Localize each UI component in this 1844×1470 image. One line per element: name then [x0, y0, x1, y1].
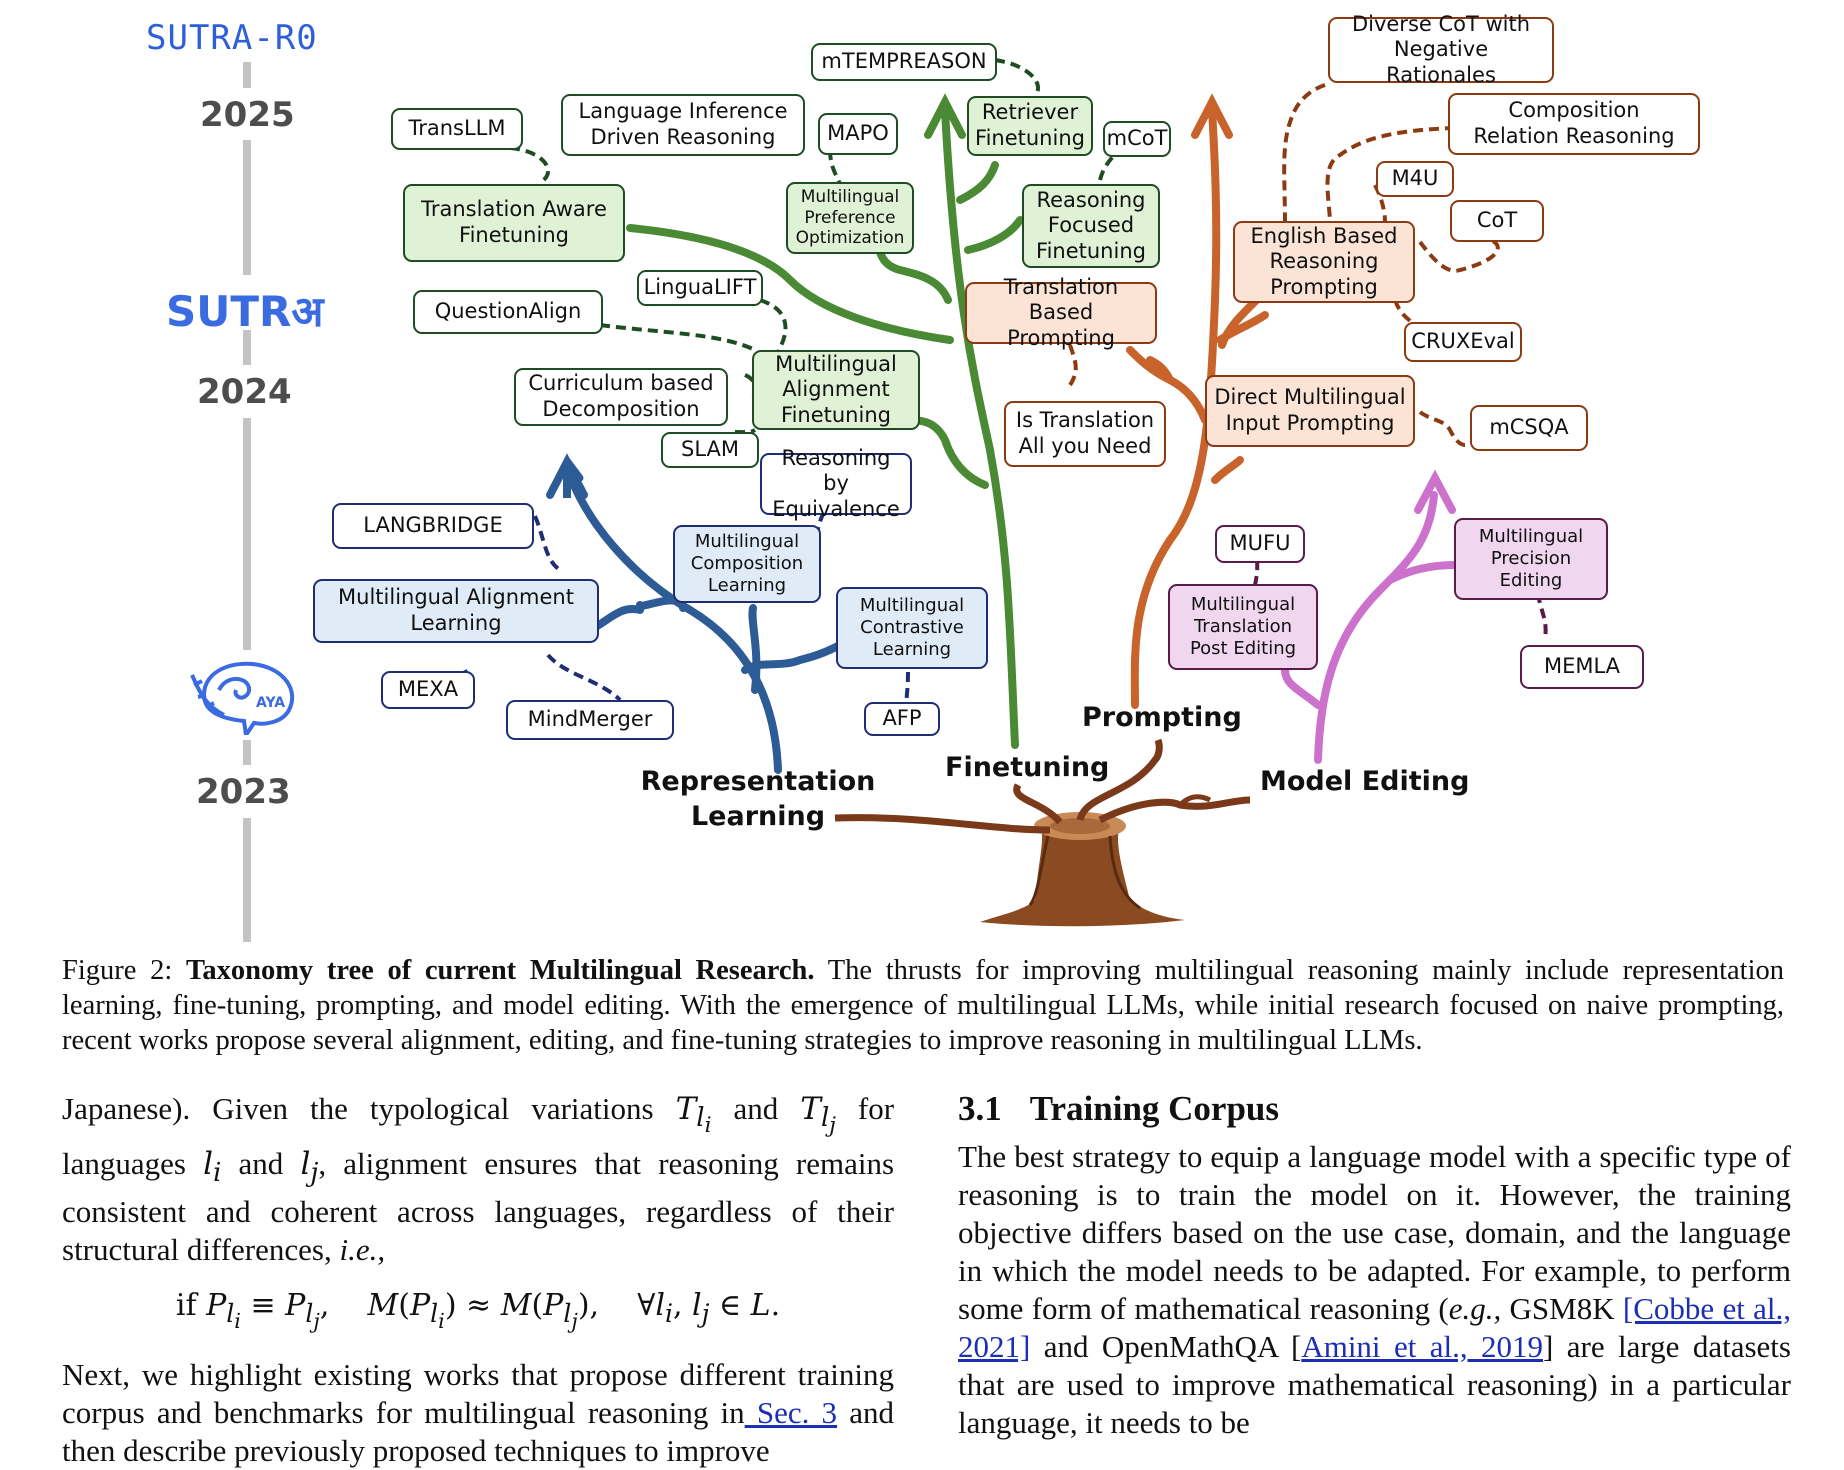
left-p1-text-d: and: [238, 1146, 284, 1182]
finetuning-arrow: [924, 93, 966, 139]
node-m4u: M4U: [1376, 161, 1454, 197]
node-memla: MEMLA: [1520, 645, 1644, 689]
left-paragraph-1: Japanese). Given the typological variati…: [62, 1090, 894, 1269]
left-p1-text-e: , alignment ensures that reasoning remai…: [62, 1146, 895, 1267]
year-2023: 2023: [196, 772, 291, 812]
left-p1-text-c: for languages: [62, 1091, 895, 1182]
year-2024: 2024: [197, 372, 292, 412]
node-multilingual-alignment-learning: Multilingual Alignment Learning: [313, 579, 599, 643]
node-composition-relation-reasoning: Composition Relation Reasoning: [1448, 93, 1700, 155]
node-mapo: MAPO: [818, 113, 898, 155]
right-column: 3.1 Training Corpus The best strategy to …: [958, 1090, 1791, 1442]
model-editing-arrow: [1414, 469, 1456, 514]
sutra-logo: SUTRअ: [166, 287, 324, 336]
node-mtempreason: mTEMPREASON: [811, 43, 997, 81]
node-multilingual-translation-post-editing: Multilingual Translation Post Editing: [1168, 584, 1318, 670]
math-lj: lj: [300, 1146, 319, 1189]
node-english-based-reasoning-prompting: English Based Reasoning Prompting: [1233, 221, 1415, 303]
node-multilingual-composition-learning: Multilingual Composition Learning: [673, 525, 821, 603]
left-p1-text-b: and: [733, 1091, 779, 1126]
caption-title: Taxonomy tree of current Multilingual Re…: [185, 955, 815, 986]
alignment-equation: if Pli ≡ Plj, M(Pli) ≈ M(Plj), ∀li, lj ∈…: [175, 1287, 781, 1333]
node-curriculum-based-decomposition: Curriculum based Decomposition: [514, 368, 728, 426]
node-questionalign: QuestionAlign: [413, 290, 603, 334]
label-representation-learning: Representation Learning: [640, 766, 876, 833]
sutra-r0-logo: SUTRA-R0: [146, 18, 318, 58]
right-p-text-b: GSM8K: [1501, 1291, 1615, 1326]
math-t-lj: Tlj: [800, 1091, 836, 1139]
left-p1-text-a: Japanese). Given the typological variati…: [62, 1091, 654, 1126]
left-paragraph-2: Next, we highlight existing works that p…: [62, 1356, 894, 1470]
node-is-translation-all-you-need: Is Translation All you Need: [1004, 401, 1166, 467]
node-multilingual-alignment-finetuning: Multilingual Alignment Finetuning: [752, 350, 920, 430]
node-cruxeval: CRUXEval: [1404, 322, 1522, 362]
sec-3-link[interactable]: Sec. 3: [744, 1394, 838, 1430]
node-mindmerger: MindMerger: [506, 700, 674, 740]
node-reasoning-by-equivalence: Reasoning by Equivalence: [760, 446, 912, 521]
right-paragraph: The best strategy to equip a language mo…: [958, 1138, 1791, 1442]
section-heading: 3.1 Training Corpus: [958, 1090, 1791, 1128]
model-editing-branch: [1281, 491, 1459, 764]
node-mexa: MEXA: [381, 671, 475, 709]
node-afp: AFP: [864, 702, 940, 736]
left-p1-ie: i.e.,: [339, 1231, 386, 1267]
aya-logo: AYA: [184, 655, 304, 735]
left-column: Japanese). Given the typological variati…: [62, 1090, 894, 1470]
figure-caption: Figure 2: Taxonomy tree of current Multi…: [62, 953, 1784, 1058]
right-p-text-a: The best strategy to equip a language mo…: [958, 1139, 1791, 1326]
aya-logo-icon: AYA: [190, 661, 295, 735]
node-slam: SLAM: [661, 432, 759, 468]
node-cot: CoT: [1450, 200, 1544, 242]
math-t-li: Tli: [675, 1091, 712, 1139]
caption-body: The thrusts for improving multilingual r…: [62, 955, 1785, 1056]
prompting-arrow: [1191, 93, 1233, 139]
section-number: 3.1: [958, 1089, 1002, 1128]
math-li: li: [203, 1146, 222, 1189]
node-direct-multilingual-input-prompting: Direct Multilingual Input Prompting: [1205, 375, 1415, 447]
label-prompting: Prompting: [1082, 702, 1242, 733]
year-2025: 2025: [200, 95, 295, 135]
node-multilingual-preference-optimization: Multilingual Preference Optimization: [786, 182, 914, 254]
node-reasoning-focused-finetuning: Reasoning Focused Finetuning: [1022, 184, 1160, 268]
node-mcot: mCoT: [1103, 121, 1171, 157]
node-translation-aware-finetuning: Translation Aware Finetuning: [403, 184, 625, 262]
label-finetuning: Finetuning: [945, 752, 1110, 783]
aya-logo-text: AYA: [256, 695, 285, 711]
taxonomy-figure: SUTRA-R0 2025 SUTRअ 2024 AYA 2023 Repres…: [146, 12, 1700, 942]
node-translation-based-prompting: Translation Based Prompting: [965, 275, 1157, 350]
right-p-text-d: ] are large datasets that are used to im…: [958, 1329, 1791, 1440]
node-multilingual-precision-editing: Multilingual Precision Editing: [1454, 518, 1608, 600]
representation-arrow: [546, 453, 588, 499]
right-p-text-c: and OpenMathQA [: [1030, 1329, 1302, 1364]
node-mcsqa: mCSQA: [1470, 405, 1588, 451]
tree-trunk: [834, 738, 1251, 927]
left-p2-text-a: Next, we highlight existing works that p…: [62, 1356, 894, 1430]
right-p-eg: e.g.,: [1448, 1291, 1502, 1326]
prompting-branch: [1126, 106, 1269, 709]
node-lingualift: LinguaLIFT: [637, 270, 763, 306]
node-transllm: TransLLM: [391, 108, 523, 150]
section-title: Training Corpus: [1029, 1089, 1280, 1128]
node-retriever-finetuning: Retriever Finetuning: [967, 96, 1093, 156]
node-language-inference-driven-reasoning: Language Inference Driven Reasoning: [561, 94, 805, 156]
tree-drawing: [243, 58, 1548, 942]
node-langbridge: LANGBRIDGE: [332, 503, 534, 549]
caption-label: Figure 2:: [62, 955, 173, 986]
node-diverse-cot-negative-rationales: Diverse CoT with Negative Rationales: [1328, 12, 1554, 87]
node-multilingual-contrastive-learning: Multilingual Contrastive Learning: [836, 587, 988, 669]
label-model-editing: Model Editing: [1260, 766, 1470, 797]
node-mufu: MUFU: [1215, 525, 1305, 563]
cite-cobbe-2021[interactable]: [Cobbe et al., 2021]: [958, 1291, 1791, 1364]
cite-amini-2019[interactable]: Amini et al., 2019: [1301, 1329, 1544, 1364]
